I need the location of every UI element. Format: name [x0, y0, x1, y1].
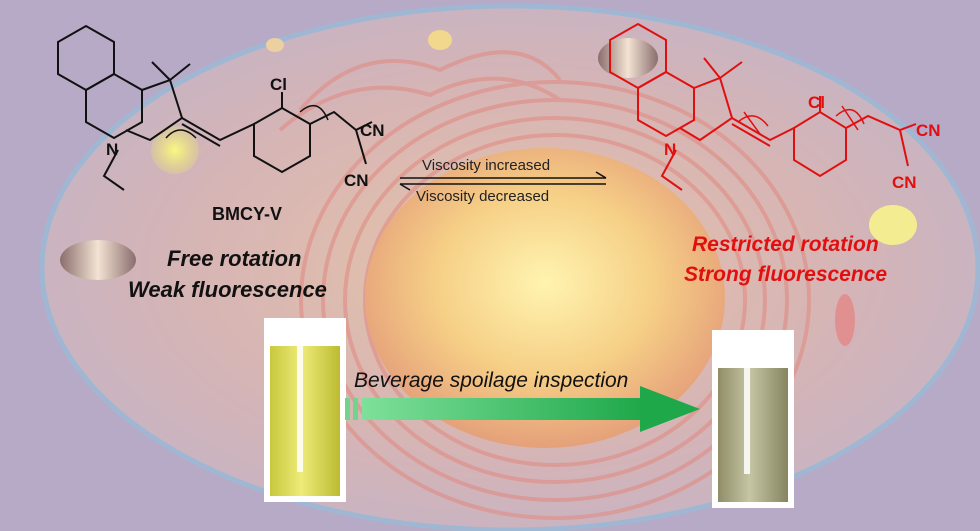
- rotation-arrow-left: [165, 129, 197, 139]
- mitochondrion-left: [60, 240, 136, 280]
- mitochondrion-top: [598, 38, 658, 78]
- atom-cl-right: Cl: [808, 93, 825, 112]
- rotation-glow: [151, 126, 199, 174]
- vesicle-1: [428, 30, 452, 50]
- beverage-inspection-label: Beverage spoilage inspection: [354, 369, 629, 392]
- atom-cl-left: Cl: [270, 75, 287, 94]
- atom-n-right: N: [664, 140, 676, 159]
- fresh-beverage-tube: [264, 318, 346, 502]
- free-rotation-label: Free rotation: [167, 246, 302, 271]
- atom-n-left: N: [106, 140, 118, 159]
- strong-fluorescence-label: Strong fluorescence: [684, 263, 888, 286]
- vesicle-3: [869, 205, 917, 245]
- arrow-forward-label: Viscosity increased: [422, 157, 551, 174]
- blocked-rotation-left: [737, 115, 769, 127]
- compound-name: BMCY-V: [212, 204, 283, 224]
- vesicle-2: [266, 38, 284, 52]
- vesicle-4: [835, 294, 855, 346]
- inspection-arrow: [345, 386, 700, 432]
- endoplasmic-reticulum: [278, 50, 811, 520]
- weak-fluorescence-label: Weak fluorescence: [128, 277, 327, 302]
- atom-cn-bottom-right: CN: [892, 173, 917, 192]
- atom-cn-bottom-left: CN: [344, 171, 369, 190]
- atom-cn-top-right: CN: [916, 121, 941, 140]
- rotation-arrow-right: [299, 104, 329, 121]
- restricted-rotation-label: Restricted rotation: [692, 233, 879, 256]
- nucleus: [365, 148, 725, 448]
- bmcy-v-structure-restricted: [609, 22, 917, 191]
- equilibrium-arrows: [399, 171, 607, 191]
- arrow-reverse-label: Viscosity decreased: [416, 188, 550, 205]
- spoiled-beverage-tube: [712, 330, 794, 508]
- atom-cn-top-left: CN: [360, 121, 385, 140]
- blocked-rotation-right: [835, 108, 865, 125]
- bmcy-v-structure-free: [57, 24, 373, 191]
